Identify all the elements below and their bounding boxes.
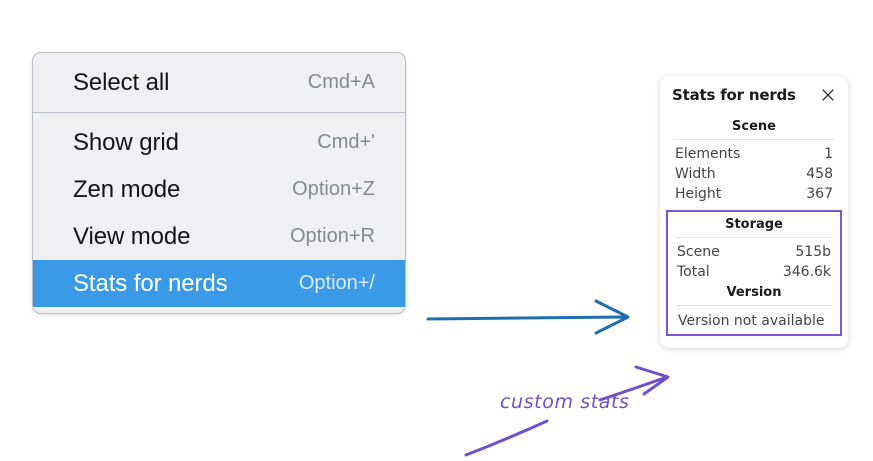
- stat-value: 515b: [795, 244, 831, 260]
- section-rule: [676, 237, 832, 238]
- menu-item-label: Zen mode: [73, 175, 181, 203]
- stats-section-scene: Scene Elements 1 Width 458 Height 367: [672, 116, 836, 204]
- version-note: Version not available: [678, 313, 825, 329]
- menu-item-view-mode[interactable]: View mode Option+R: [33, 213, 405, 260]
- stat-value: 458: [806, 166, 833, 182]
- section-heading: Scene: [732, 119, 776, 134]
- menu-item-shortcut: Cmd+A: [307, 71, 375, 93]
- menu-item-shortcut: Option+Z: [292, 178, 375, 200]
- menu-item-stats-for-nerds[interactable]: Stats for nerds Option+/: [33, 260, 405, 307]
- stats-for-nerds-panel: Stats for nerds Scene Elements 1 Width 4…: [660, 76, 848, 348]
- menu-item-label: View mode: [73, 222, 191, 250]
- canvas-context-menu[interactable]: Select all Cmd+A Show grid Cmd+' Zen mod…: [32, 52, 406, 314]
- menu-item-zen-mode[interactable]: Zen mode Option+Z: [33, 166, 405, 213]
- stats-section-storage: Storage Scene 515b Total 346.6k: [674, 214, 834, 282]
- stat-row: Width 458: [672, 164, 836, 184]
- stat-row: Elements 1: [672, 144, 836, 164]
- menu-item-label: Show grid: [73, 128, 179, 156]
- stat-value: 367: [806, 186, 833, 202]
- close-icon[interactable]: [820, 87, 836, 103]
- section-rule: [674, 139, 834, 140]
- stat-value: 346.6k: [782, 264, 831, 280]
- stat-label: Height: [675, 186, 722, 202]
- section-heading: Version: [726, 285, 782, 300]
- menu-item-label: Select all: [73, 68, 170, 96]
- menu-divider: [33, 112, 405, 113]
- menu-item-show-grid[interactable]: Show grid Cmd+': [33, 119, 405, 166]
- stat-label: Scene: [677, 244, 720, 260]
- section-heading: Storage: [725, 217, 783, 232]
- menu-item-shortcut: Option+/: [298, 272, 375, 294]
- menu-section-1: Select all Cmd+A: [33, 53, 405, 112]
- menu-section-2: Show grid Cmd+' Zen mode Option+Z View m…: [33, 113, 405, 313]
- stat-row: Total 346.6k: [674, 262, 834, 282]
- stat-label: Width: [675, 166, 716, 182]
- panel-header: Stats for nerds: [672, 86, 836, 104]
- annotation-label-custom-stats: custom stats: [500, 391, 630, 413]
- blue-arrow: [426, 299, 630, 335]
- menu-item-shortcut: Cmd+': [317, 131, 375, 153]
- section-rule: [676, 305, 832, 306]
- stat-label: Elements: [675, 146, 741, 162]
- panel-title: Stats for nerds: [672, 86, 796, 104]
- menu-item-shortcut: Option+R: [289, 225, 375, 247]
- custom-stats-highlight-box: Storage Scene 515b Total 346.6k Version …: [666, 210, 842, 336]
- menu-item-label: Stats for nerds: [73, 269, 228, 297]
- menu-item-select-all[interactable]: Select all Cmd+A: [33, 59, 405, 106]
- purple-underline-stroke: [464, 419, 549, 457]
- stat-value: 1: [824, 146, 833, 162]
- stat-row: Scene 515b: [674, 242, 834, 262]
- stat-row: Height 367: [672, 184, 836, 204]
- stats-section-version: Version Version not available: [674, 282, 834, 330]
- stat-label: Total: [677, 264, 710, 280]
